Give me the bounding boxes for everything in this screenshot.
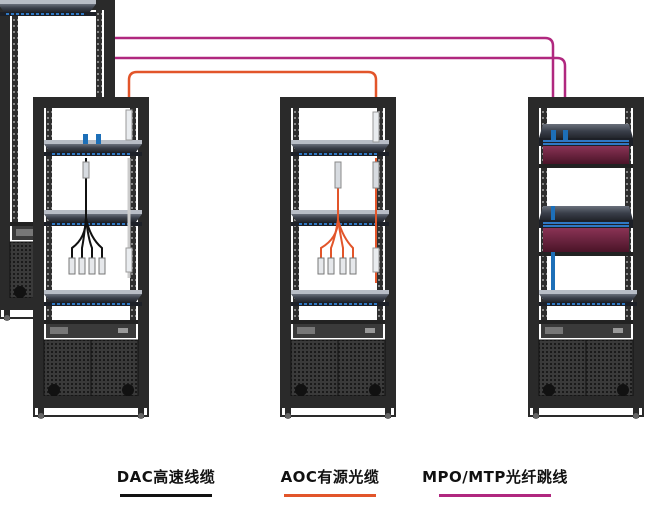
rack-left [33, 97, 149, 420]
legend-dac: DAC高速线缆 [96, 466, 236, 506]
legend-mpo: MPO/MTP光纤跳线 [410, 466, 580, 506]
fiber-enclosure-bottom [539, 206, 633, 256]
legend-dac-label: DAC高速线缆 [116, 468, 216, 486]
legend-aoc: AOC有源光缆 [260, 466, 400, 506]
aoc-cable [127, 70, 378, 114]
legend-dac-line [120, 494, 212, 497]
legend-mpo-label: MPO/MTP光纤跳线 [422, 468, 568, 486]
legend-aoc-line [284, 494, 376, 497]
rack-middle [280, 97, 396, 420]
rack-right [528, 97, 644, 420]
legend-mpo-line [439, 494, 551, 497]
legend-aoc-label: AOC有源光缆 [280, 468, 380, 486]
fiber-enclosure-top [539, 124, 633, 168]
